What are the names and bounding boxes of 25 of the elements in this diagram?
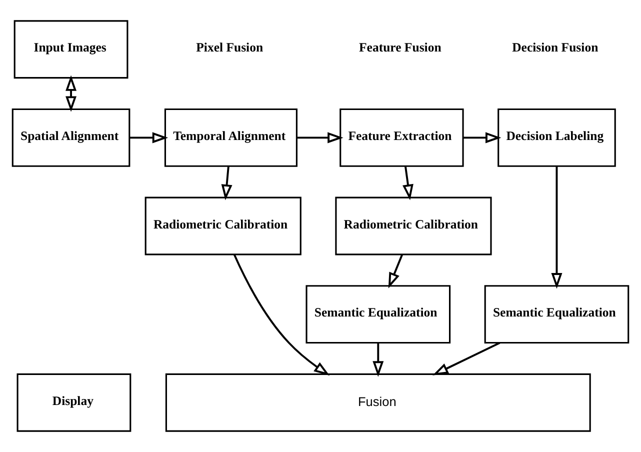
node-box: Display xyxy=(16,373,132,432)
arrow xyxy=(463,132,502,144)
node-box: Input Images xyxy=(14,20,128,79)
arrow xyxy=(402,166,414,200)
arrow xyxy=(372,343,384,377)
arrow xyxy=(388,254,403,288)
label: Feature Fusion xyxy=(359,40,442,55)
node-box: Decision Labeling xyxy=(498,108,616,167)
arrow xyxy=(129,132,168,144)
arrow xyxy=(66,75,77,112)
arrow xyxy=(432,342,500,376)
arrow xyxy=(551,166,562,289)
node-box: Semantic Equalization xyxy=(484,285,630,344)
node-box: Temporal Alignment xyxy=(164,108,298,167)
arrow xyxy=(297,132,344,144)
label: Pixel Fusion xyxy=(196,40,264,55)
node-box: Radiometric Calibration xyxy=(144,196,302,256)
node-box: Feature Extraction xyxy=(340,108,464,167)
node-box: Radiometric Calibration xyxy=(335,196,492,256)
arrow xyxy=(221,166,232,200)
label: Decision Fusion xyxy=(512,40,598,55)
node-box: Semantic Equalization xyxy=(306,285,451,344)
node-box: Spatial Alignment xyxy=(12,108,130,167)
node-box: Fusion xyxy=(165,373,591,432)
arrow xyxy=(233,254,330,376)
